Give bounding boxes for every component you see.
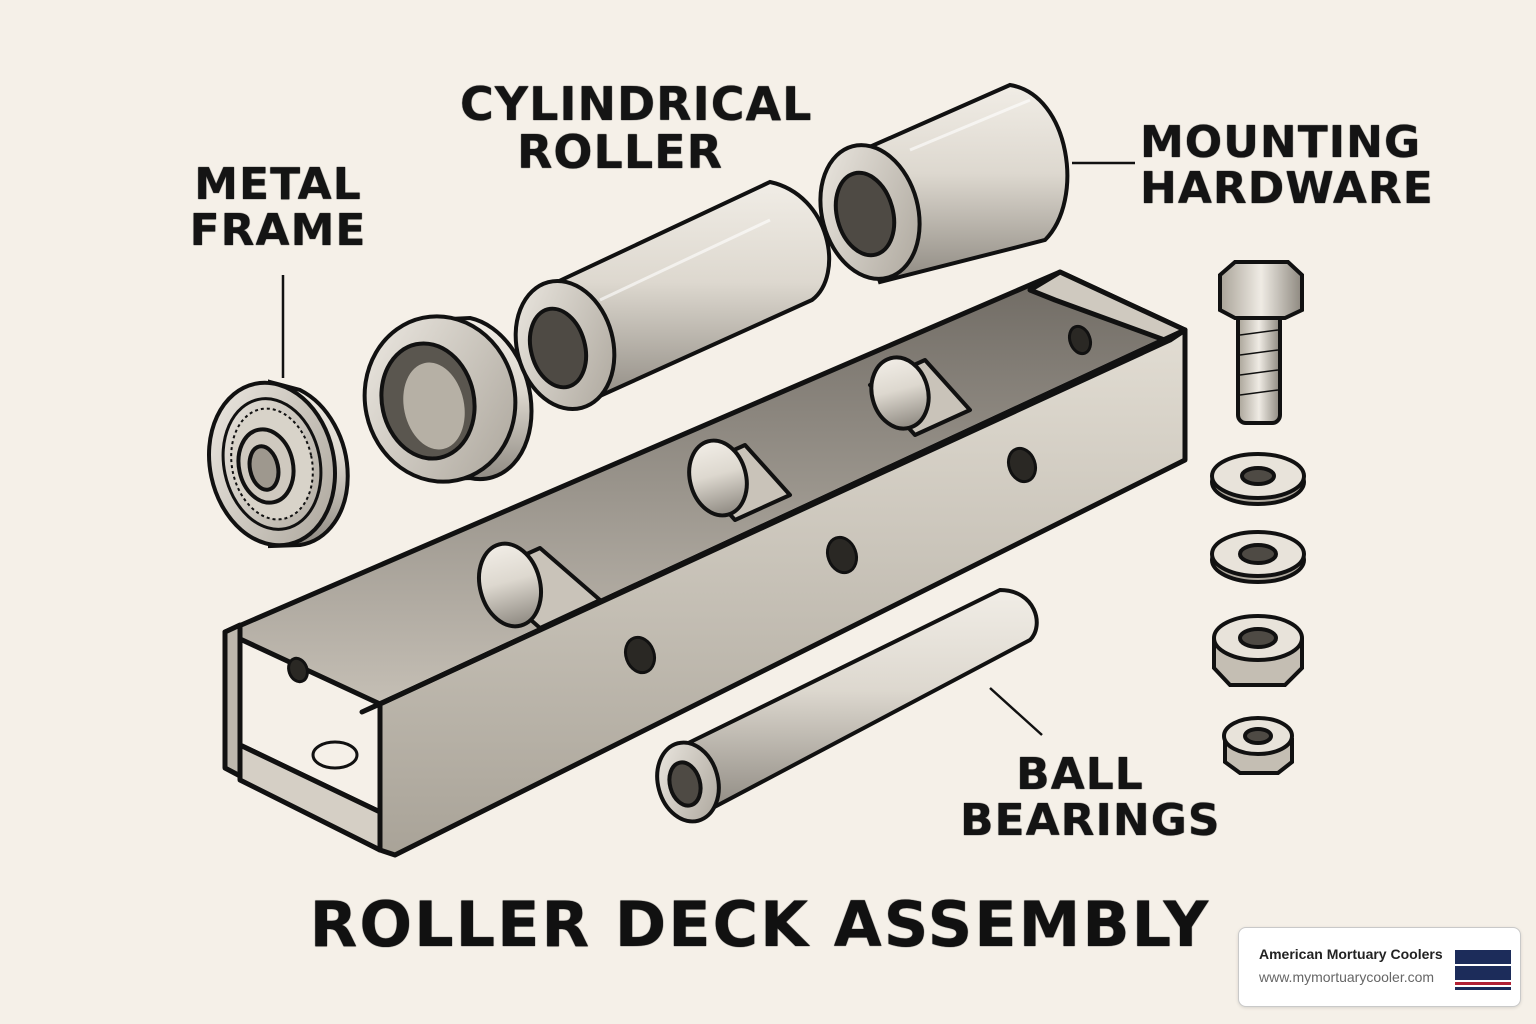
label-cylindrical-roller-line1: CYLINDRICAL xyxy=(460,77,813,131)
label-ball-bearings: BALL BEARINGS xyxy=(960,749,1221,847)
label-ball-bearings-line2: BEARINGS xyxy=(960,795,1221,847)
label-ball-bearings-line1: BALL xyxy=(1016,749,1144,800)
brand-name: American Mortuary Coolers xyxy=(1259,946,1443,962)
label-metal-frame-line1: METAL xyxy=(194,159,362,210)
lock-nut xyxy=(1212,614,1304,687)
brand-url[interactable]: www.mymortuarycooler.com xyxy=(1259,969,1435,985)
label-metal-frame-line2: FRAME xyxy=(189,205,367,257)
metal-frame-channel xyxy=(222,269,1188,858)
frame-holes xyxy=(287,324,1093,770)
rod-part xyxy=(655,587,1039,824)
diagram-title: ROLLER DECK ASSEMBLY xyxy=(309,888,1211,961)
label-cylindrical-roller-line2: ROLLER xyxy=(517,125,723,180)
brand-badge[interactable]: American Mortuary Coolers www.mymortuary… xyxy=(1238,927,1521,1007)
label-cylindrical-roller: CYLINDRICAL ROLLER xyxy=(460,77,813,180)
washer-1 xyxy=(1210,452,1306,506)
leader-lines xyxy=(281,161,1135,736)
label-metal-frame: METAL FRAME xyxy=(188,159,368,257)
mounting-hardware-parts xyxy=(1210,260,1306,775)
spacer-ring-part xyxy=(362,314,534,484)
brand-logo-icon xyxy=(1453,942,1513,994)
hex-nut xyxy=(1222,716,1294,775)
washer-2 xyxy=(1210,530,1306,584)
label-mounting-hardware-line2: HARDWARE xyxy=(1140,163,1434,215)
ball-bearing-part xyxy=(207,379,350,549)
cylindrical-roller-part xyxy=(513,179,832,412)
leader-ball-bearings xyxy=(989,687,1043,736)
label-mounting-hardware-line1: MOUNTING xyxy=(1140,117,1422,168)
bolt xyxy=(1218,260,1304,425)
label-mounting-hardware: MOUNTING HARDWARE xyxy=(1140,117,1434,215)
inner-rollers xyxy=(477,355,972,630)
short-roller-part xyxy=(818,82,1070,285)
